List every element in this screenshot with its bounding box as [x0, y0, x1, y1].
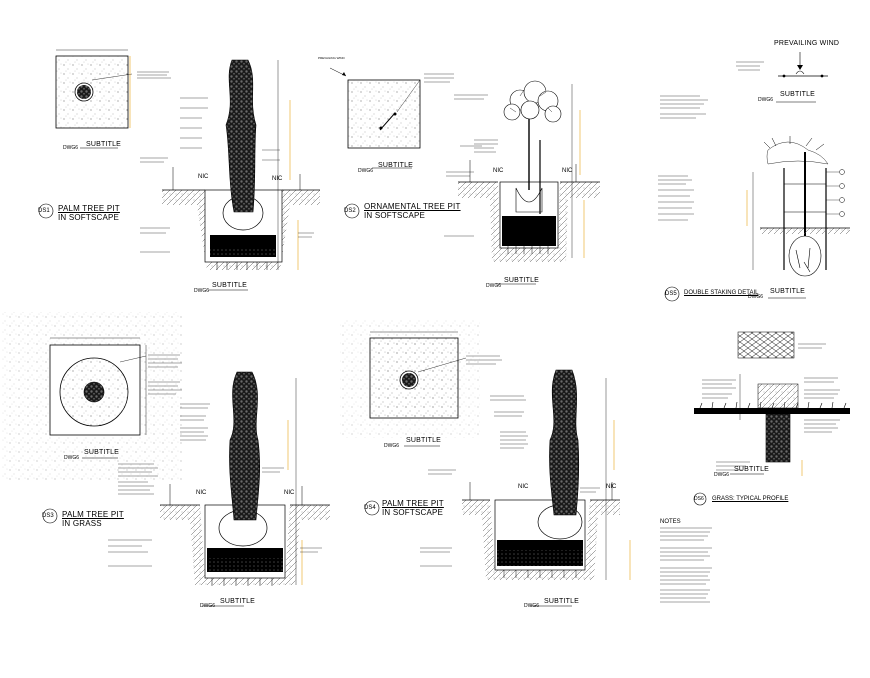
ds3-section [108, 371, 330, 586]
ds1-nic-right: NIC [272, 176, 283, 182]
wind-diagram [736, 52, 828, 103]
ds4-plan-caption-tag: DWG6 [384, 443, 399, 449]
ds2-plan [329, 67, 454, 149]
detail-grass [693, 331, 850, 506]
ds3-plan-caption-tag: DWG6 [64, 455, 79, 461]
ds4-plan-caption: SUBTITLE [406, 437, 442, 444]
ds2-section [444, 80, 600, 262]
notes-block [660, 527, 712, 603]
ds2-section-caption-tag: DWG6 [486, 283, 501, 289]
ds3-plan [2, 312, 182, 480]
ds3-section-caption-tag: DWG6 [200, 603, 215, 609]
ds1-plan [55, 49, 171, 129]
staking-caption: SUBTITLE [770, 288, 806, 295]
ds2-title-line1: ORNAMENTAL TREE PIT [364, 202, 461, 211]
ds2-canopy [503, 80, 562, 123]
detail-ds2 [329, 67, 600, 285]
wind-caption: SUBTITLE [780, 91, 816, 98]
ds4-title-line2: IN SOFTSCAPE [382, 508, 444, 517]
wind-caption-tag: DWG6 [758, 97, 773, 103]
ds1-section-caption: SUBTITLE [212, 282, 248, 289]
staking-notes [660, 95, 708, 119]
ds4-section-caption-tag: DWG6 [524, 603, 539, 609]
ds3-title-line2: IN GRASS [62, 519, 102, 528]
detail-staking [658, 52, 850, 302]
ds3-nic-right: NIC [284, 490, 295, 496]
detail-ds3 [2, 312, 330, 607]
grass-caption-tag: DWG6 [714, 472, 729, 478]
ds1-section-caption-tag: DWG6 [194, 288, 209, 294]
ds1-nic-left: NIC [198, 174, 209, 180]
ds2-tag: DS2 [344, 208, 356, 214]
prevailing-wind-title: PREVAILING WIND [774, 40, 840, 47]
ds1-title-line2: IN SOFTSCAPE [58, 213, 120, 222]
ds4-plan [340, 318, 502, 438]
ds2-nic-left: NIC [493, 168, 504, 174]
ds4-nic-right: NIC [606, 484, 617, 490]
grass-title: GRASS: TYPICAL PROFILE [712, 496, 789, 502]
ds4-title-line1: PALM TREE PIT [382, 499, 444, 508]
ds1-tag: DS1 [38, 208, 50, 214]
ds2-wind-note: PREVAILING WIND [318, 56, 345, 60]
notes-title: NOTES [660, 519, 681, 525]
ds2-section-caption: SUBTITLE [504, 277, 540, 284]
detail-ds4 [340, 318, 631, 607]
ds1-section [140, 59, 320, 270]
ds2-nic-right: NIC [562, 168, 573, 174]
ds4-nic-left: NIC [518, 484, 529, 490]
ds3-tag: DS3 [42, 513, 54, 519]
ds1-plan-caption: SUBTITLE [86, 141, 122, 148]
ds3-plan-caption: SUBTITLE [84, 449, 120, 456]
ds2-title-line2: IN SOFTSCAPE [364, 211, 426, 220]
ds4-section [420, 369, 631, 580]
ds3-nic-left: NIC [196, 490, 207, 496]
ds3-section-caption: SUBTITLE [220, 598, 256, 605]
staking-section [658, 136, 850, 302]
staking-caption-tag: DWG6 [748, 294, 763, 300]
grass-tag: DS6 [694, 496, 704, 502]
detail-ds1 [38, 49, 320, 291]
ds4-tag: DS4 [364, 505, 376, 511]
ds1-plan-caption-tag: DWG6 [63, 145, 78, 151]
ds1-title-line1: PALM TREE PIT [58, 204, 120, 213]
ds4-section-caption: SUBTITLE [544, 598, 580, 605]
ds2-plan-caption-tag: DWG6 [358, 168, 373, 174]
ds3-title-line1: PALM TREE PIT [62, 510, 124, 519]
staking-title: DOUBLE STAKING DETAIL [684, 290, 759, 296]
ds2-plan-caption: SUBTITLE [378, 162, 414, 169]
staking-tag: DS5 [665, 291, 677, 297]
grass-caption: SUBTITLE [734, 466, 770, 473]
